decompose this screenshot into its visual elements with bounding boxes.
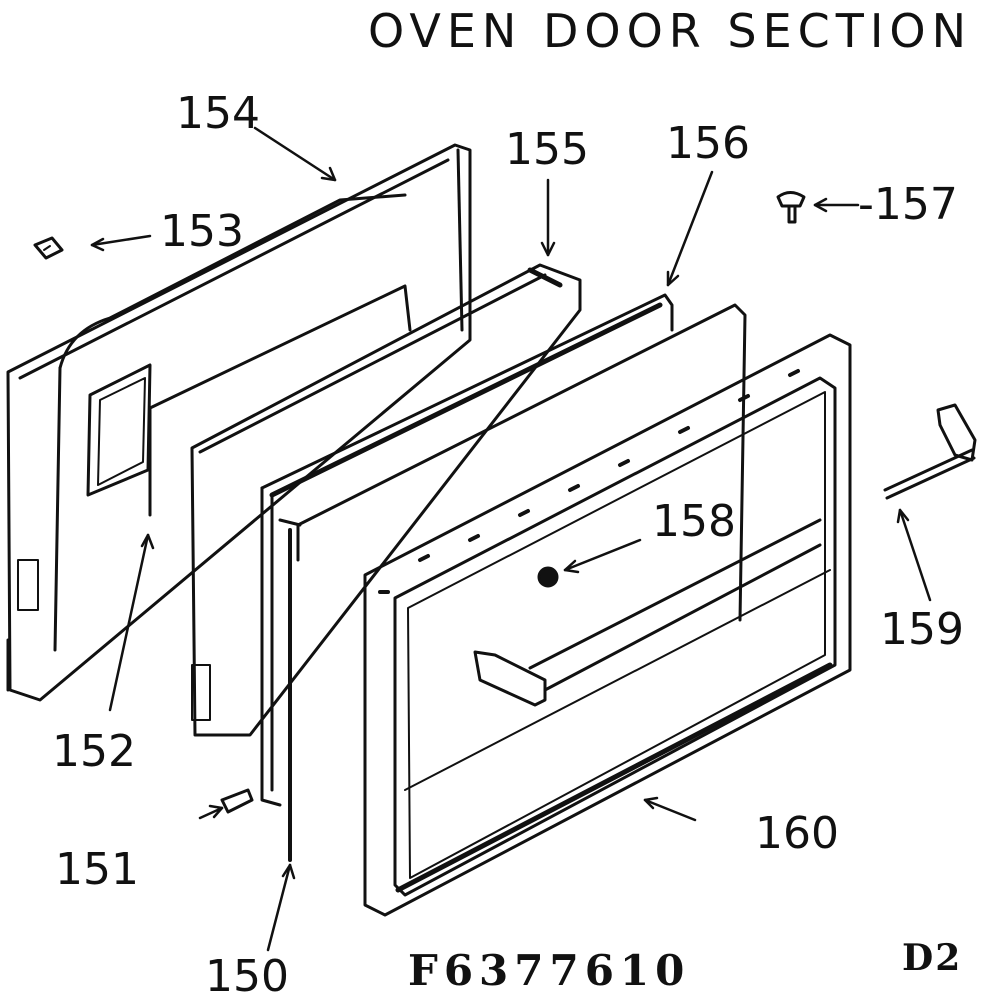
part-label-153: 153	[160, 206, 244, 257]
part-label-151: 151	[55, 844, 139, 895]
part-label-159: 159	[880, 604, 964, 655]
part-159-hinge-rod	[883, 403, 977, 500]
part-label-157: -157	[858, 179, 958, 230]
part-160-outer-door-frame	[363, 333, 852, 917]
diagram-title: OVEN DOOR SECTION	[368, 4, 973, 58]
part-153-clip	[33, 236, 64, 260]
part-label-158: 158	[652, 496, 736, 547]
part-156-glass-gasket	[260, 293, 674, 807]
sheet-id: D2	[902, 937, 963, 979]
part-158-plug	[537, 566, 559, 588]
part-label-160: 160	[755, 808, 839, 859]
leader-lines	[90, 126, 932, 952]
part-155-inner-glass-pack	[190, 263, 582, 737]
part-151-screw	[220, 788, 254, 814]
part-label-154: 154	[176, 88, 260, 139]
part-152-liner	[148, 284, 412, 517]
part-150-side-trim	[278, 518, 302, 862]
outer-glass	[296, 303, 747, 622]
part-label-156: 156	[666, 118, 750, 169]
door-handle	[404, 518, 831, 791]
part-label-155: 155	[505, 124, 589, 175]
part-157-screw	[776, 191, 806, 224]
diagram-code: F6377610	[408, 946, 691, 995]
part-label-152: 152	[52, 726, 136, 777]
part-154-inner-door-panel	[6, 143, 472, 702]
part-label-150: 150	[205, 951, 289, 1000]
